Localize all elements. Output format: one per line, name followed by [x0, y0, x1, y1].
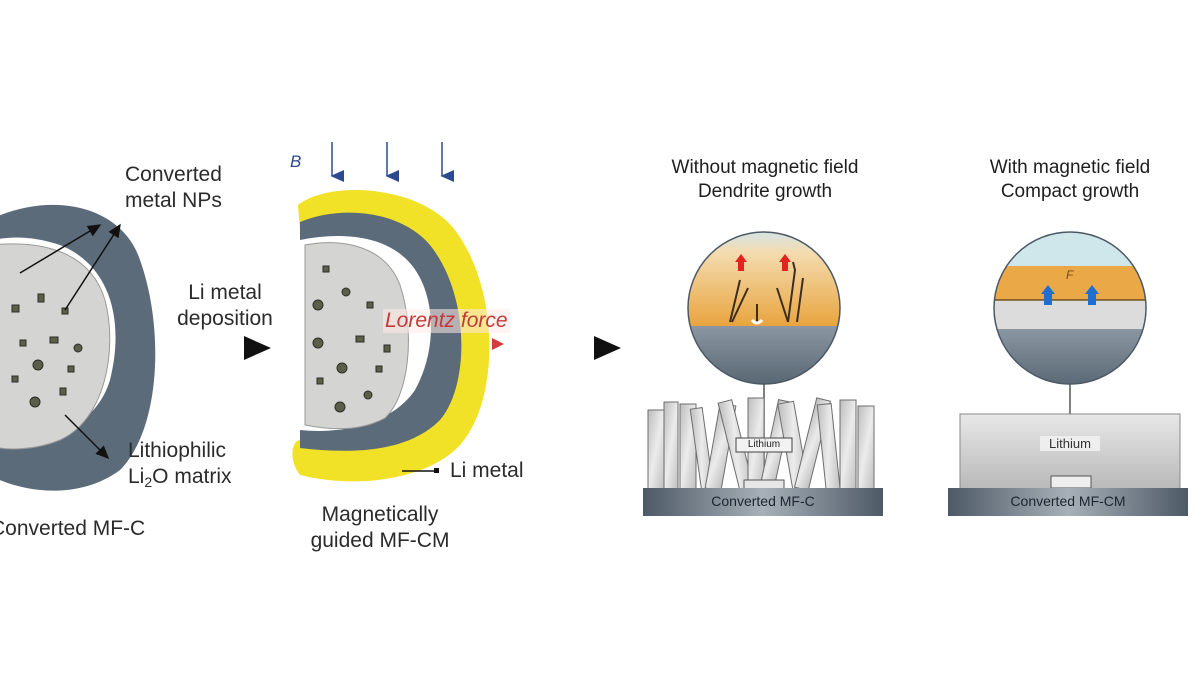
magnetic-field-symbol: B [290, 152, 302, 171]
mf-cm-particle [292, 190, 490, 482]
base-label-2: Converted MF-CM [1010, 493, 1126, 509]
np-label: Converted metal NPs [125, 162, 222, 214]
matrix-li: Li [128, 465, 145, 488]
base-substrate-1 [643, 488, 883, 516]
carbon-shell [0, 204, 156, 491]
panel4-title-line2: Compact growth [1000, 181, 1140, 202]
li-metal-callout-dot [434, 468, 439, 473]
dendrites [729, 261, 804, 323]
matrix-label-line1: Lithiophilic [128, 439, 227, 462]
dendrite-inset-circle [688, 232, 840, 384]
lithium-label-1: Lithium [747, 439, 781, 450]
carbon-shell-2 [300, 212, 462, 451]
mf-cm-caption: Magnetically guided MF-CM [295, 502, 465, 554]
deposition-label: Li metal deposition [160, 280, 290, 332]
deposition-label-line1: Li metal [188, 281, 262, 304]
panel3-title-line2: Dendrite growth [697, 181, 833, 202]
np-label-line1: Converted [125, 163, 222, 186]
metal-nanoparticles-2 [312, 265, 391, 413]
base-label-1: Converted MF-C [711, 493, 815, 509]
force-symbol: F [1066, 268, 1074, 282]
base-substrate-2 [948, 488, 1188, 516]
red-up-arrows [735, 254, 791, 271]
mf-cm-caption-line2: guided MF-CM [310, 529, 450, 552]
panel3-title: Without magnetic field Dendrite growth [630, 156, 900, 204]
panel3-title-line1: Without magnetic field [671, 157, 859, 178]
mf-c-caption: Converted MF-C [0, 517, 146, 540]
callout-lines-panel1 [19, 223, 121, 460]
matrix-label: Lithiophilic Li2O matrix [128, 438, 232, 495]
deposition-label-line2: deposition [177, 307, 273, 330]
contact-pad-2 [1050, 475, 1092, 489]
panel4-title: With magnetic field Compact growth [935, 156, 1200, 204]
matrix-suffix: O matrix [152, 465, 232, 488]
np-label-line2: metal NPs [125, 189, 222, 212]
lithium-label-2: Lithium [1040, 436, 1100, 451]
li-metal-label: Li metal [450, 459, 524, 482]
lithium-tag-1 [735, 437, 793, 453]
matrix-subscript: 2 [144, 474, 153, 490]
metal-nanoparticles [11, 293, 83, 408]
matrix-label-line2: Li2O matrix [128, 464, 232, 495]
magnetic-field-arrows [330, 142, 454, 182]
lorentz-arrow-head [492, 338, 504, 350]
compact-inset-circle [994, 232, 1146, 384]
panel4-title-line1: With magnetic field [989, 157, 1151, 178]
blue-up-arrows [1041, 285, 1099, 305]
lorentz-force-label: Lorentz force [383, 309, 510, 333]
mf-cm-caption-line1: Magnetically [321, 503, 439, 526]
